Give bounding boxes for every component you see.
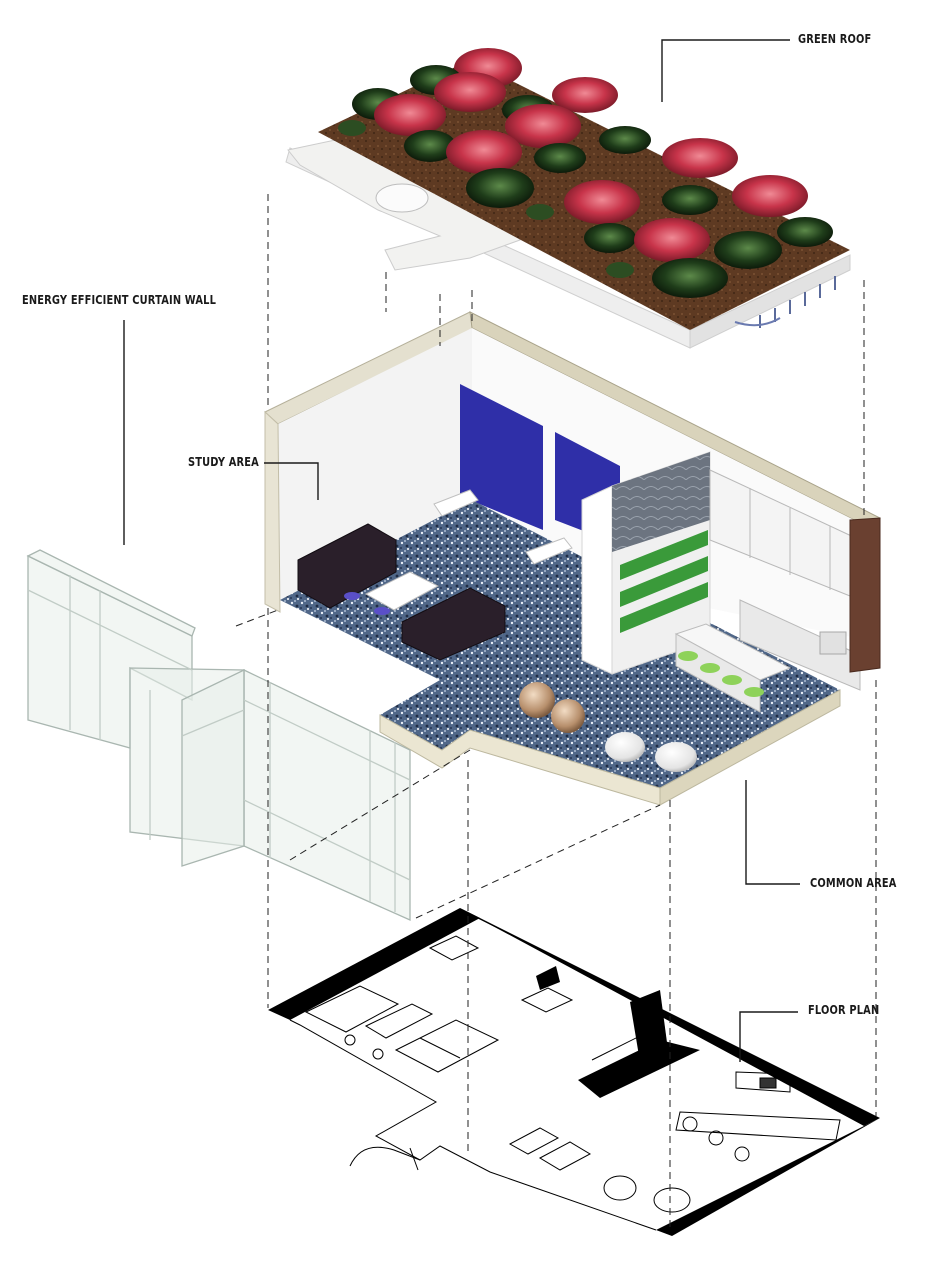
floor-plan bbox=[268, 908, 880, 1236]
projection-lines bbox=[235, 194, 877, 1230]
leader-study-area bbox=[264, 462, 319, 500]
label-study-area: STUDY AREA bbox=[188, 455, 259, 469]
pouf-2 bbox=[655, 742, 697, 772]
roof-plants bbox=[338, 48, 833, 298]
label-curtain-wall: ENERGY EFFICIENT CURTAIN WALL bbox=[22, 293, 217, 307]
roof-curved-edge bbox=[734, 317, 781, 327]
leader-common-area bbox=[745, 780, 800, 885]
pouf-1 bbox=[605, 732, 645, 762]
left-edge-wall bbox=[264, 410, 281, 613]
common-furniture bbox=[519, 682, 697, 772]
coffee-table bbox=[364, 571, 440, 611]
kitchen-cabinets bbox=[709, 469, 861, 691]
blue-window-left bbox=[460, 384, 543, 530]
plan-linework bbox=[289, 917, 841, 1231]
roof-slab-side bbox=[689, 254, 851, 349]
plan-partition-3 bbox=[536, 966, 560, 990]
label-common-area: COMMON AREA bbox=[810, 876, 897, 890]
sofa-left bbox=[297, 523, 397, 609]
side-stool-1 bbox=[344, 592, 360, 600]
floor-slab-edge-right bbox=[659, 689, 841, 806]
leader-lines bbox=[123, 39, 800, 1062]
partition-wall-front bbox=[581, 485, 613, 675]
side-stool-2 bbox=[374, 607, 390, 615]
floor-terrazzo bbox=[280, 500, 840, 788]
plan-wall-top-left bbox=[268, 908, 480, 1020]
curtain-wall bbox=[26, 549, 411, 922]
plan-wall-right bbox=[656, 1118, 880, 1236]
study-desk-2 bbox=[525, 537, 573, 565]
study-furniture bbox=[297, 489, 573, 661]
partition-roof-panel bbox=[612, 452, 710, 552]
sofa-right bbox=[401, 587, 506, 661]
kitchen-island-front bbox=[675, 633, 761, 713]
green-shelves bbox=[620, 530, 708, 633]
brick-column bbox=[849, 517, 881, 673]
roof-skylight bbox=[375, 183, 429, 213]
green-stools bbox=[678, 651, 764, 697]
bean-ball-2 bbox=[551, 699, 585, 733]
leader-green-roof bbox=[661, 39, 790, 102]
label-green-roof: GREEN ROOF bbox=[798, 32, 872, 46]
label-floor-plan: FLOOR PLAN bbox=[808, 1003, 880, 1017]
green-roof bbox=[285, 48, 851, 349]
interior-model bbox=[264, 311, 882, 806]
study-desk bbox=[433, 489, 479, 517]
leader-floor-plan bbox=[739, 1011, 798, 1062]
bean-ball-1 bbox=[519, 682, 555, 718]
